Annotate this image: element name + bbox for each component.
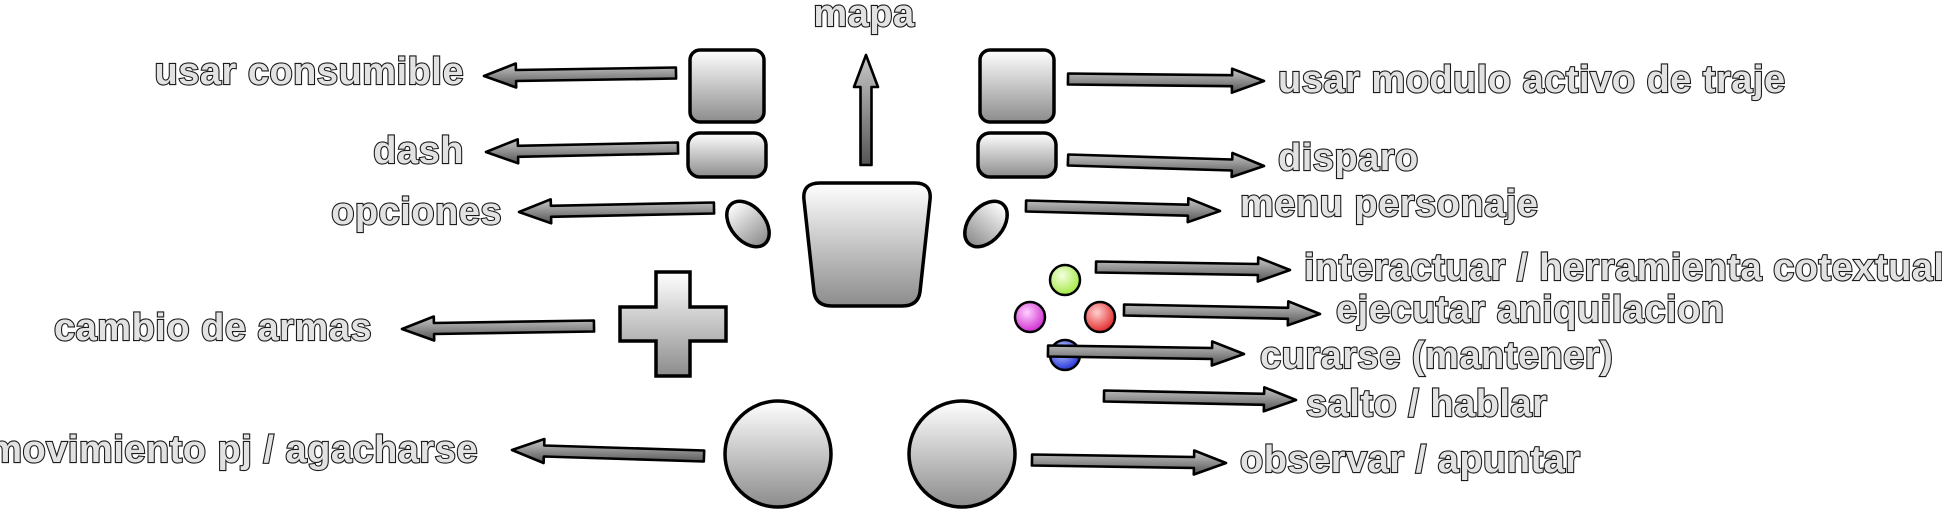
arrow-salto: [1102, 385, 1298, 413]
arrow-modulo: [1066, 67, 1266, 94]
arrow-interactuar: [1094, 256, 1292, 283]
arrow-dash: [484, 138, 680, 165]
right-trigger: [978, 48, 1056, 124]
dpad: [618, 270, 728, 378]
face-button-green: [1048, 263, 1082, 297]
label-movimiento: movimiento pj / agacharse: [0, 429, 478, 471]
left-stick: [723, 399, 833, 509]
left-trigger: [688, 48, 766, 124]
right-bumper: [976, 131, 1058, 179]
label-usar-consumible: usar consumible: [155, 51, 464, 93]
arrow-movimiento: [510, 437, 706, 465]
label-observar: observar / apuntar: [1240, 439, 1581, 481]
arrow-observar: [1030, 449, 1228, 476]
label-aniquilacion: ejecutar aniquilacion: [1336, 289, 1725, 331]
arrow-opciones: [517, 198, 716, 225]
options-button: [725, 199, 771, 249]
arrow-curarse: [1046, 340, 1246, 367]
arrow-menu: [1024, 196, 1222, 224]
face-button-magenta: [1013, 300, 1047, 334]
arrow-cambio-armas: [400, 315, 596, 342]
label-modulo: usar modulo activo de traje: [1278, 59, 1786, 101]
label-curarse: curarse (mantener): [1260, 335, 1613, 377]
label-dash: dash: [373, 130, 464, 172]
touchpad: [802, 181, 932, 308]
label-menu: menu personaje: [1240, 183, 1538, 225]
label-disparo: disparo: [1278, 137, 1419, 179]
arrow-aniquilacion: [1122, 299, 1322, 327]
arrow-mapa: [852, 53, 880, 167]
label-interactuar: interactuar / herramienta cotextual: [1304, 247, 1942, 289]
arrow-disparo: [1066, 151, 1266, 179]
arrow-usar-consumible: [482, 62, 678, 89]
label-opciones: opciones: [331, 191, 502, 233]
face-button-red: [1083, 300, 1117, 334]
menu-button: [963, 199, 1009, 249]
label-salto: salto / hablar: [1306, 383, 1547, 425]
left-bumper: [686, 131, 768, 179]
right-stick: [907, 399, 1017, 509]
label-mapa: mapa: [813, 0, 915, 35]
label-cambio-armas: cambio de armas: [54, 307, 372, 349]
